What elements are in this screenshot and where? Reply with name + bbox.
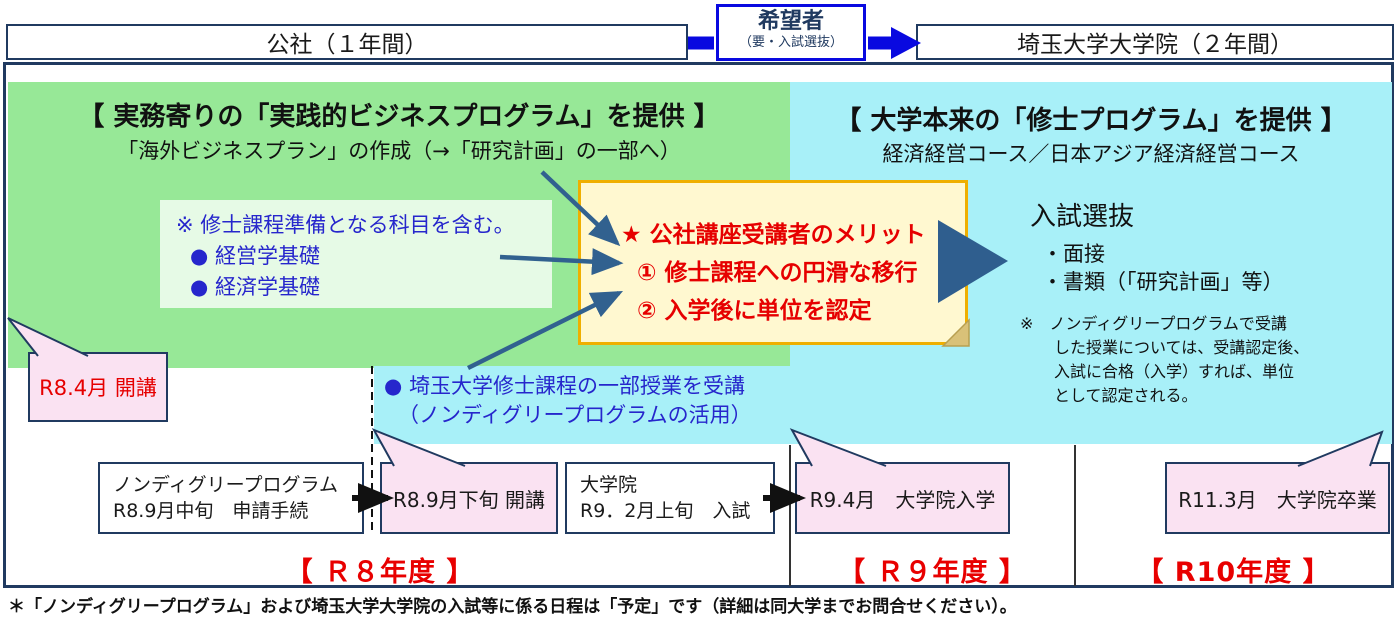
company-section-title: 【 実務寄りの「実践的ビジネスプログラム」を提供 】 [78, 102, 720, 132]
nd-note-line: した授業については、受講認定後、 [1054, 338, 1310, 357]
apply-line2: R8.9月中旬 申請手続 [113, 500, 309, 522]
merit-note: ★ 公社講座受講者のメリット ① 修士課程への円滑な移行 ② 入学後に単位を認定 [578, 180, 968, 345]
timeline-apply-box: ノンディグリープログラム R8.9月中旬 申請手続 [98, 462, 364, 534]
audit-note-line2: （ノンディグリープログラムの活用） [398, 403, 752, 427]
header-university-label: 埼玉大学大学院（２年間） [1017, 32, 1293, 58]
exam-line1: 大学院 [580, 474, 638, 496]
year-label-r9: 【 Ｒ９年度 】 [838, 557, 1027, 588]
applicant-box: 希望者 （要・入試選抜） [716, 4, 866, 61]
subjects-box: ※ 修士課程準備となる科目を含む。 ● 経営学基礎 ● 経済学基礎 [160, 200, 552, 308]
subject-item: ● 経済学基礎 [190, 275, 320, 299]
applicant-title: 希望者 [757, 9, 824, 34]
header-company-box: 公社（１年間） [6, 24, 688, 60]
start-label: R8.9月下旬 開講 [392, 487, 546, 512]
nd-note-line: ※ ノンディグリープログラムで受講 [1020, 314, 1287, 333]
footer-note: ＊「ノンディグリープログラム」および埼玉大学大学院の入試等に係る日程は「予定」で… [8, 597, 1017, 617]
exam-line2: R9．2月上旬 入試 [580, 500, 751, 522]
selection-item: ・書類（「研究計画」等） [1042, 270, 1284, 294]
enroll-label: R9.4月 大学院入学 [809, 487, 996, 512]
audit-note-line1: ● 埼玉大学修士課程の一部授業を受講 [384, 374, 745, 398]
start-callout: R8.4月 開講 [28, 352, 168, 422]
year-label-r8: 【 Ｒ８年度 】 [285, 557, 475, 588]
nd-note-line: として認定される。 [1054, 386, 1198, 405]
timeline-start-box: R8.9月下旬 開講 [380, 462, 558, 534]
apply-line1: ノンディグリープログラム [113, 474, 338, 496]
merit-item: ① 修士課程への円滑な移行 [637, 260, 918, 286]
university-section-title: 【 大学本来の「修士プログラム」を提供 】 [835, 106, 1347, 136]
selection-title: 入試選抜 [1030, 202, 1135, 232]
timeline-graduate-box: R11.3月 大学院卒業 [1165, 462, 1390, 534]
header-company-label: 公社（１年間） [266, 32, 428, 58]
year-label-r10: 【 R10年度 】 [1136, 557, 1331, 588]
timeline-enroll-box: R9.4月 大学院入学 [795, 462, 1010, 534]
applicant-subtitle: （要・入試選抜） [738, 35, 843, 50]
nd-note-line: 入試に合格（入学）すれば、単位 [1054, 362, 1295, 381]
company-section-subtitle: 「海外ビジネスプラン」の作成（→「研究計画」の一部へ） [117, 139, 681, 163]
merit-item: ② 入学後に単位を認定 [637, 298, 872, 324]
start-callout-label: R8.4月 開講 [39, 376, 157, 400]
subject-item: ● 経営学基礎 [190, 244, 320, 268]
selection-item: ・面接 [1042, 242, 1105, 266]
header-university-box: 埼玉大学大学院（２年間） [916, 24, 1394, 60]
graduate-label: R11.3月 大学院卒業 [1178, 487, 1377, 512]
university-section-subtitle: 経済経営コース／日本アジア経済経営コース [882, 142, 1300, 166]
subjects-note: ※ 修士課程準備となる科目を含む。 [176, 213, 515, 237]
timeline-exam-box: 大学院 R9．2月上旬 入試 [565, 462, 775, 534]
merit-title: ★ 公社講座受講者のメリット [621, 222, 926, 248]
